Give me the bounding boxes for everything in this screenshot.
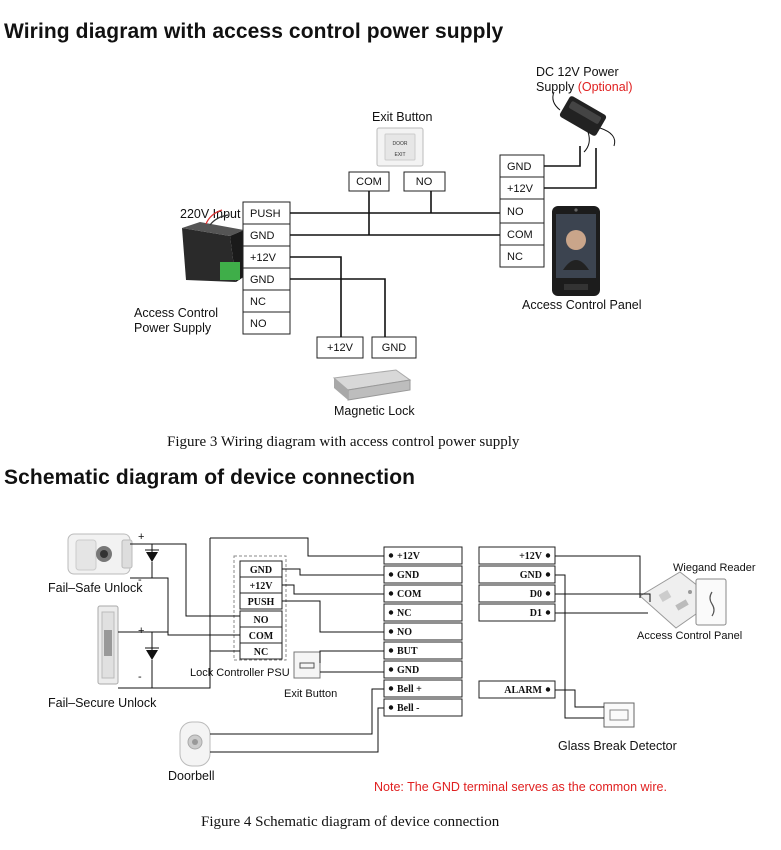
psu-term-push: PUSH: [250, 208, 281, 220]
panel-term-no: NO: [507, 206, 524, 218]
ctrl-term-r-d0: D0: [530, 589, 542, 600]
psu-label-line1: Access Control: [134, 306, 218, 320]
svg-text:EXIT: EXIT: [394, 152, 405, 158]
panel-terminal-block: GND +12V NO COM NC: [499, 154, 545, 268]
access-control-panel-fig4-label: Access Control Panel: [637, 630, 742, 642]
dc-supply-label-line2: Supply (Optional): [536, 80, 633, 94]
ctrl-term-alarm: ALARM: [504, 685, 542, 696]
ctrl-term-gnd: GND: [397, 570, 419, 581]
doorbell-label: Doorbell: [168, 769, 215, 783]
dc-power-adapter-icon: [552, 91, 616, 153]
panel-term-gnd: GND: [507, 161, 532, 173]
lock-psu-term-push: PUSH: [248, 597, 275, 608]
lock-psu-terminal-block: GND +12V PUSH NO COM NC: [239, 560, 283, 660]
fail-safe-lock-icon: [67, 533, 133, 575]
lock-term-12v-label: +12V: [327, 342, 354, 354]
minus-sign-upper: -: [138, 574, 142, 586]
heading-schematic-diagram: Schematic diagram of device connection: [4, 466, 416, 489]
lock-psu-term-12v: +12V: [250, 581, 274, 592]
minus-sign-lower: -: [138, 671, 142, 683]
heading-wiring-diagram: Wiring diagram with access control power…: [4, 20, 504, 43]
lock-term-12v: [316, 336, 364, 359]
panel-term-12v: +12V: [507, 183, 534, 195]
ctrl-term-r-d1: D1: [530, 608, 542, 619]
lock-term-gnd: [371, 336, 417, 359]
psu-term-12v: +12V: [250, 252, 277, 264]
panel-term-nc: NC: [507, 251, 523, 263]
ctrl-term-bell-plus: Bell +: [397, 684, 422, 695]
lock-psu-term-com: COM: [249, 631, 274, 642]
wiegand-reader-icon: [695, 578, 727, 626]
exit-term-no-label: NO: [416, 176, 433, 188]
panel-term-com: COM: [507, 229, 533, 241]
figure3-wires: [290, 146, 597, 337]
magnetic-lock-icon: [332, 369, 412, 401]
optional-label: (Optional): [578, 80, 633, 94]
doorbell-icon: [179, 721, 211, 767]
magnetic-lock-label: Magnetic Lock: [334, 404, 415, 418]
ctrl-term-12v: +12V: [397, 551, 421, 562]
ctrl-term-nc: NC: [397, 608, 411, 619]
lock-psu-term-gnd: GND: [250, 565, 272, 576]
exit-term-com-label: COM: [356, 176, 382, 188]
svg-text:DOOR: DOOR: [393, 141, 408, 147]
ctrl-term-com: COM: [397, 589, 422, 600]
ctrl-term-gnd2: GND: [397, 665, 419, 676]
ctrl-term-r-12v: +12V: [519, 551, 543, 562]
figure4-diagram: Fail–Safe Unlock Fail–Secure Unlock + - …: [48, 531, 756, 794]
psu-term-gnd2: GND: [250, 274, 275, 286]
plus-sign-upper: +: [138, 531, 144, 543]
exit-button-fig4-label: Exit Button: [284, 688, 337, 700]
exit-term-no: [403, 171, 446, 192]
input-220v-label: 220V Input: [180, 207, 241, 221]
lock-psu-term-nc: NC: [254, 647, 268, 658]
figure4-caption: Figure 4 Schematic diagram of device con…: [201, 814, 500, 830]
gnd-common-note: Note: The GND terminal serves as the com…: [374, 780, 667, 794]
figure3-diagram: DC 12V Power Supply (Optional) Exit Butt…: [134, 65, 642, 418]
psu-terminal-block: PUSH GND +12V GND NC NO: [242, 201, 291, 335]
controller-left-terminals: +12V GND COM NC NO BUT GND Bell + Bell -: [383, 546, 463, 717]
lock-controller-psu-label: Lock Controller PSU: [190, 667, 290, 679]
fail-secure-label: Fail–Secure Unlock: [48, 696, 157, 710]
glass-break-detector-icon: [603, 702, 635, 728]
exit-button-small-icon: [293, 651, 321, 679]
exit-button-icon: DOOR EXIT: [376, 127, 424, 167]
lock-controller-psu-outline: [233, 555, 287, 661]
lock-term-gnd-label: GND: [382, 342, 407, 354]
psu-term-nc: NC: [250, 296, 266, 308]
psu-label-line2: Power Supply: [134, 321, 212, 335]
fail-secure-strike-icon: [97, 605, 119, 685]
psu-term-no: NO: [250, 318, 267, 330]
dc-supply-label-line1: DC 12V Power: [536, 65, 619, 79]
plus-sign-lower: +: [138, 625, 144, 637]
wiegand-reader-label: Wiegand Reader: [673, 562, 756, 574]
figure4-wires: [118, 537, 651, 753]
controller-right-terminals: +12V GND D0 D1 ALARM: [478, 546, 556, 699]
access-control-panel-icon: [552, 206, 600, 296]
exit-button-label: Exit Button: [372, 110, 432, 124]
ctrl-term-no: NO: [397, 627, 412, 638]
lock-psu-term-no: NO: [254, 615, 269, 626]
figure3-caption: Figure 3 Wiring diagram with access cont…: [167, 434, 520, 450]
glass-break-detector-label: Glass Break Detector: [558, 739, 677, 753]
fail-safe-label: Fail–Safe Unlock: [48, 581, 143, 595]
psu-term-gnd: GND: [250, 230, 275, 242]
ctrl-term-r-gnd: GND: [520, 570, 542, 581]
access-control-panel-label: Access Control Panel: [522, 298, 642, 312]
ctrl-term-but: BUT: [397, 646, 418, 657]
ctrl-term-bell-minus: Bell -: [397, 703, 420, 714]
